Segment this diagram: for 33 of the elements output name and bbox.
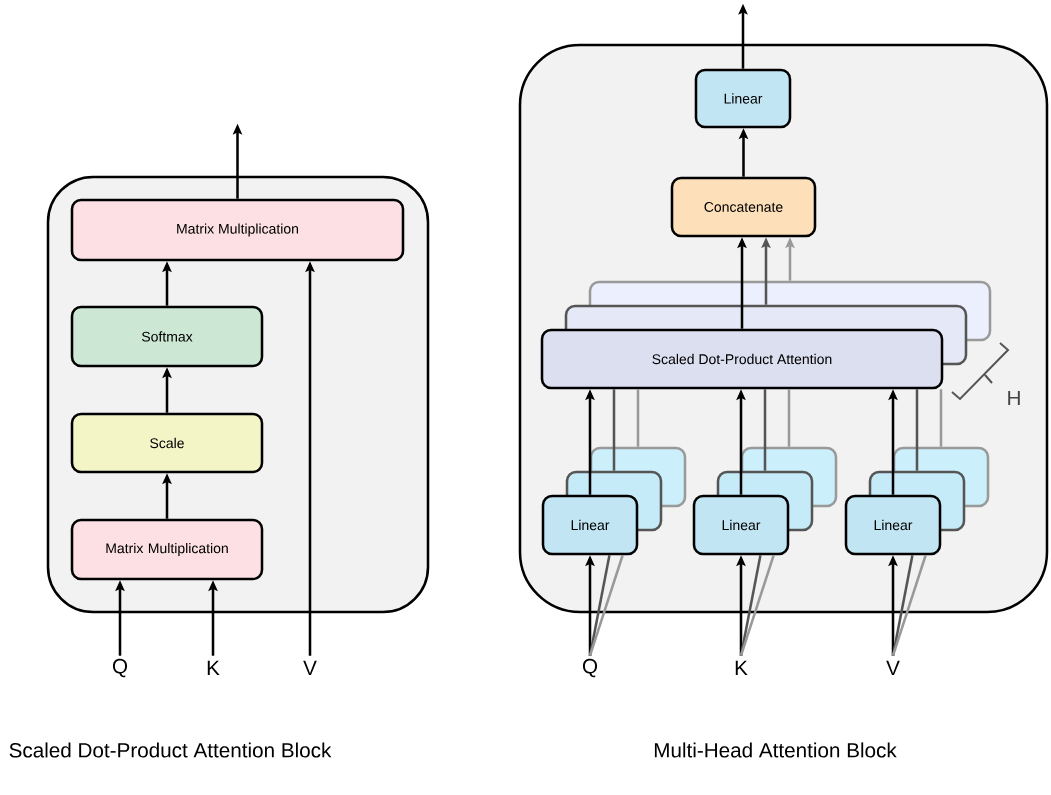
input-label: K xyxy=(207,660,220,676)
node-label: Linear xyxy=(571,519,610,531)
connector-line xyxy=(939,389,943,447)
input-label: V xyxy=(303,660,317,676)
connector-line xyxy=(891,555,914,656)
stacked-box-drawing: Linear xyxy=(541,446,687,556)
head-count-label: H xyxy=(1008,390,1020,406)
process-box: Matrix Multiplication xyxy=(70,518,264,581)
input-label: Q xyxy=(112,658,128,678)
caption: Scaled Dot-Product Attention Block xyxy=(9,742,332,758)
connector-line xyxy=(763,389,767,471)
input-label: V xyxy=(886,660,900,676)
connector-line xyxy=(636,389,640,447)
node-label: Linear xyxy=(874,519,913,531)
process-box: Softmax xyxy=(70,305,264,368)
connector-line xyxy=(612,389,616,471)
input-label: Q xyxy=(582,658,598,678)
connector-line xyxy=(915,389,919,471)
connector-line xyxy=(739,554,775,657)
connector-line xyxy=(588,554,624,657)
connector-line xyxy=(787,389,791,447)
stacked-box-drawing: Scaled Dot-Product Attention xyxy=(540,280,992,390)
caption: Multi-Head Attention Block xyxy=(654,742,897,758)
connector-line xyxy=(891,554,927,657)
stacked-box-drawing: Linear xyxy=(692,446,838,556)
process-box: Scale xyxy=(70,412,264,474)
input-label: K xyxy=(735,660,748,676)
connector-line xyxy=(739,555,762,656)
stacked-box-drawing: Linear xyxy=(844,446,990,556)
process-box: Matrix Multiplication xyxy=(70,198,405,262)
process-box: Linear xyxy=(694,68,792,129)
process-box: Concatenate xyxy=(670,176,817,238)
connector-line xyxy=(588,555,611,656)
